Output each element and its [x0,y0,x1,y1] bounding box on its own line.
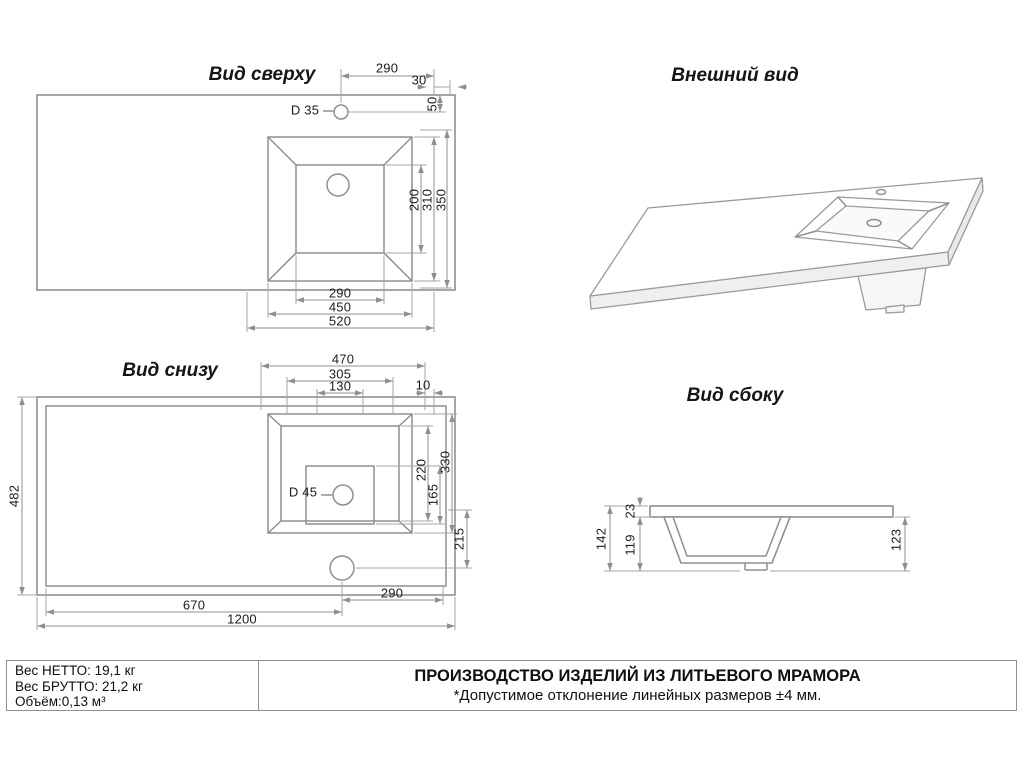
top-view-title: Вид сверху [208,64,316,85]
dim-label-d35: D 35 [290,102,320,118]
side-view-title: Вид сбоку [686,385,784,406]
dim-label-165: 165 [425,483,441,507]
external-view-title: Внешний вид [671,65,799,86]
volume: Объём:0,13 м³ [15,694,106,709]
bottom-view-title: Вид снизу [122,360,218,381]
dim-label-450: 450 [328,299,352,315]
dim-label-215: 215 [451,527,467,551]
dim-label-1200: 1200 [227,611,257,627]
dim-label-290-bottom: 290 [328,285,352,301]
dim-label-119: 119 [622,534,638,556]
dim-label-305: 305 [328,366,352,382]
product-specs: Вес НЕТТО: 19,1 кг Вес БРУТТО: 21,2 кг О… [7,661,259,710]
dim-label-350: 350 [433,188,449,212]
gross-weight: Вес БРУТТО: 21,2 кг [15,678,143,694]
dim-label-23: 23 [622,503,638,519]
dim-label-290-top: 290 [375,60,399,76]
countertop-top-face [589,177,983,297]
title-block: Вес НЕТТО: 19,1 кг Вес БРУТТО: 21,2 кг О… [6,660,1017,711]
production-info: ПРОИЗВОДСТВО ИЗДЕЛИЙ ИЗ ЛИТЬЕВОГО МРАМОР… [259,661,1016,710]
tolerance-note: *Допустимое отклонение линейных размеров… [453,687,822,704]
side-view-drawing [604,497,910,572]
dim-label-290: 290 [380,585,404,601]
dim-label-220: 220 [413,458,429,482]
dim-label-123: 123 [888,528,904,552]
dim-label-330: 330 [437,450,453,474]
external-view-drawing [589,177,984,314]
overflow-hole [329,555,355,581]
dim-label-520: 520 [328,313,352,329]
dim-label-10: 10 [415,377,431,393]
basin-profile [662,516,792,564]
dim-label-482: 482 [6,484,22,508]
bottom-view-drawing [17,362,472,630]
dim-label-670: 670 [182,597,206,613]
faucet-hole-3d [875,188,887,196]
dim-label-d45: D 45 [288,484,318,500]
dim-label-310: 310 [419,188,435,212]
net-weight: Вес НЕТТО: 19,1 кг [15,663,136,678]
dim-label-30: 30 [411,72,427,88]
dim-label-142: 142 [593,527,609,551]
dim-label-470: 470 [331,351,355,367]
drain-hole-bottom [332,484,354,506]
drain-hole [326,173,350,197]
top-view-drawing [36,69,467,332]
production-title: ПРОИЗВОДСТВО ИЗДЕЛИЙ ИЗ ЛИТЬЕВОГО МРАМОР… [414,667,861,685]
dim-label-130: 130 [328,378,352,394]
drain-hole-3d [866,218,882,228]
dim-label-50: 50 [424,96,440,112]
